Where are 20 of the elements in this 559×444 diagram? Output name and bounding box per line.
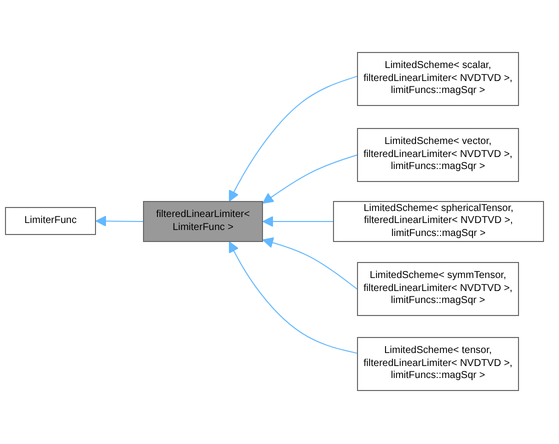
class-box <box>333 201 544 242</box>
inheritance-arrow <box>262 237 358 290</box>
inheritance-arrow <box>228 242 358 354</box>
class-box <box>357 52 519 106</box>
class-name: filteredLinearLimiter< LimiterFunc > <box>155 209 251 234</box>
class-name: LimitedScheme< sphericalTensor, filteredLinearLimiter< NVDTVD >, limitFuncs::magSqr > <box>362 202 514 240</box>
inheritance-arrow <box>96 216 144 227</box>
inheritance-arrow <box>262 216 334 227</box>
class-name: LimitedScheme< tensor, filteredLinearLimiter< NVDTVD >, limitFuncs::magSqr > <box>362 345 514 383</box>
class-name: LimiterFunc <box>24 214 77 228</box>
class-box <box>143 201 263 242</box>
class-box <box>357 337 519 391</box>
class-name: LimitedScheme< vector, filteredLinearLimiter< NVDTVD >, limitFuncs::magSqr > <box>362 136 514 174</box>
inheritance-arrow <box>262 154 358 204</box>
class-box <box>357 262 519 316</box>
class-box <box>357 128 519 182</box>
inheritance-arrow <box>228 76 358 202</box>
class-box <box>5 207 96 235</box>
class-name: LimitedScheme< symmTensor, filteredLinearLimiter< NVDTVD >, limitFuncs::magSqr > <box>362 270 514 308</box>
class-name: LimitedScheme< scalar, filteredLinearLimiter< NVDTVD >, limitFuncs::magSqr > <box>362 60 514 98</box>
